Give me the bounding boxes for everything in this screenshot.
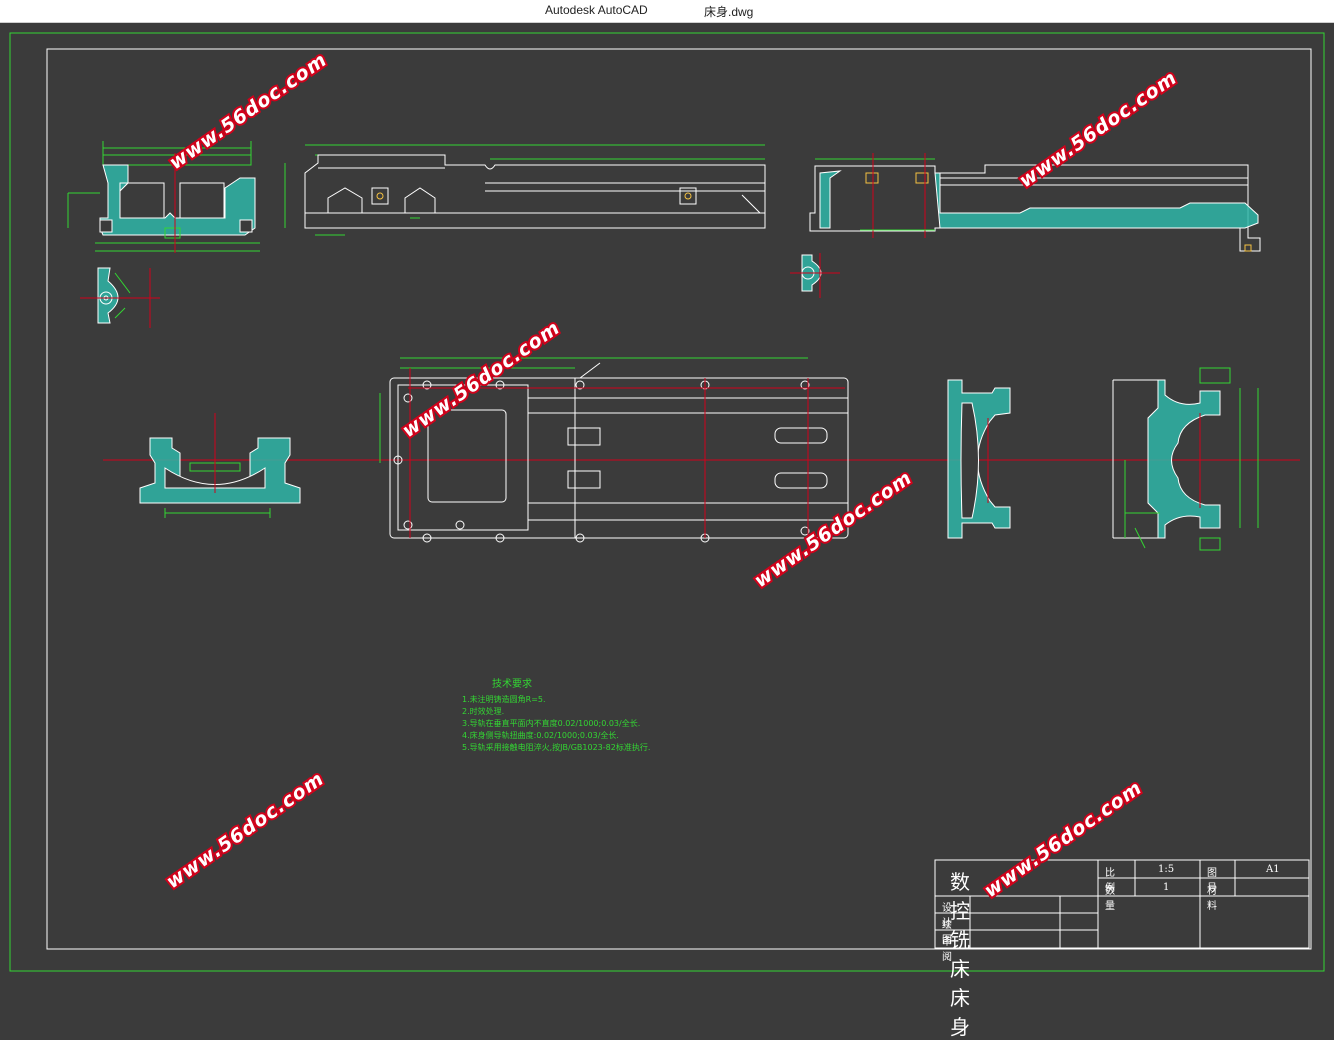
view-rail-detail [1112, 367, 1259, 551]
watermark-2: www.56doc.com [1015, 67, 1181, 192]
note-item-5: 5.导轨采用接触电阻淬火,按JB/GB1023-82标准执行. [462, 743, 651, 752]
drawing-no-label: 图号 [1207, 868, 1217, 894]
view-end-section [67, 141, 260, 253]
technical-notes: 技术要求 1.未注明铸造圆角R=5. 2.时效处理. 3.导轨在垂直平面内不直度… [462, 679, 650, 754]
title-block [934, 859, 1310, 949]
review-label: 审阅 [942, 937, 952, 963]
watermark-5: www.56doc.com [162, 768, 328, 893]
view-plan [379, 357, 849, 543]
window-titlebar: Autodesk AutoCAD 床身.dwg [0, 0, 1334, 23]
inner-frame [46, 48, 1312, 950]
design-label: 设计 [942, 903, 952, 929]
note-item-3: 3.导轨在垂直平面内不直度0.02/1000;0.03/全长. [462, 719, 641, 728]
note-item-1: 1.未注明铸造圆角R=5. [462, 695, 546, 704]
material-label: 材料 [1207, 886, 1217, 912]
view-cross-section [139, 413, 301, 518]
watermark-4: www.56doc.com [750, 467, 916, 592]
view-side-section [809, 153, 1261, 252]
quantity-value: 1 [1163, 882, 1170, 893]
drawing-no-value: A1 [1266, 864, 1280, 875]
drawing-name: 数控铣床床身 [950, 870, 970, 1039]
scale-label: 比例 [1105, 868, 1115, 894]
view-front-elevation [284, 144, 766, 236]
draw-label: 绘图 [942, 920, 952, 946]
file-title: 床身.dwg [704, 5, 754, 19]
outer-frame [9, 32, 1325, 972]
scale-value: 1:5 [1158, 864, 1175, 875]
quantity-label: 数量 [1105, 886, 1115, 912]
watermark-6: www.56doc.com [980, 777, 1146, 902]
watermarks: www.56doc.com www.56doc.com www.56doc.co… [160, 47, 1183, 904]
view-rail-profile [947, 379, 1011, 539]
app-title: Autodesk AutoCAD [545, 3, 648, 17]
view-small-section-a [80, 267, 160, 328]
note-item-4: 4.床身侧导轨扭曲度:0.02/1000;0.03/全长. [462, 731, 619, 740]
notes-title: 技术要求 [492, 679, 532, 690]
drawing-svg: www.56doc.com www.56doc.com www.56doc.co… [9, 32, 1325, 972]
watermark-3: www.56doc.com [398, 317, 564, 442]
drawing-canvas[interactable]: www.56doc.com www.56doc.com www.56doc.co… [0, 23, 1334, 1039]
note-item-2: 2.时效处理. [462, 707, 505, 716]
view-small-section-b [790, 253, 840, 298]
